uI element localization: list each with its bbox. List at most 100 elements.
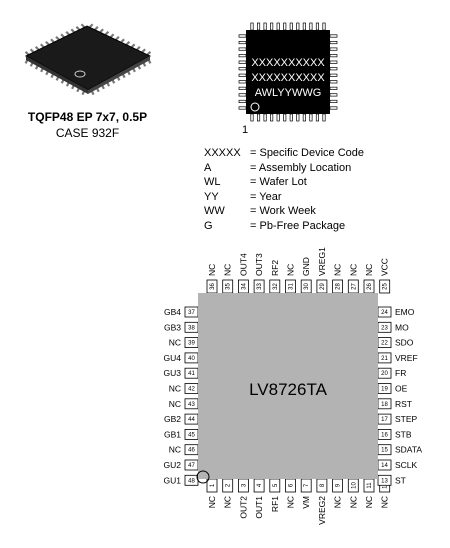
pin-number: 7 xyxy=(304,483,310,487)
marking-lead xyxy=(329,60,338,64)
legend-desc: = Pb-Free Package xyxy=(250,219,346,232)
pin-number: 22 xyxy=(381,341,388,347)
pin-label: NC xyxy=(286,496,296,508)
pin-label: RST xyxy=(395,399,412,409)
marking-lead xyxy=(329,54,338,58)
marking-line-2: XXXXXXXXXX xyxy=(251,72,325,84)
pin-number: 44 xyxy=(188,417,195,423)
package-lead xyxy=(109,33,115,39)
pin-number: 33 xyxy=(257,283,263,290)
package-lead xyxy=(104,30,110,36)
pin-label: VREG1 xyxy=(317,247,327,276)
marking-lead xyxy=(309,113,313,122)
pin-number: 11 xyxy=(367,482,373,489)
pin-number: 13 xyxy=(381,478,388,484)
marking-lead xyxy=(276,113,280,122)
pin-number: 42 xyxy=(188,387,195,393)
pin-number: 40 xyxy=(188,356,195,362)
marking-lead xyxy=(329,73,338,77)
pin-number: 8 xyxy=(320,483,326,487)
marking-lead xyxy=(283,22,287,31)
marking-line-1: XXXXXXXXXX xyxy=(251,57,325,69)
chip-body xyxy=(198,293,378,479)
pin-label: VCC xyxy=(380,258,390,276)
marking-lead xyxy=(238,106,247,110)
marking-lead xyxy=(238,40,247,45)
marking-lead xyxy=(238,80,247,84)
package-lead xyxy=(125,40,131,46)
pin-label: NC xyxy=(223,264,233,276)
marking-lead xyxy=(238,60,247,64)
chip-pin1-marker-icon xyxy=(196,470,210,484)
pin-number: 3 xyxy=(241,483,247,487)
pin-label: GB2 xyxy=(164,414,181,424)
package-lead xyxy=(94,25,99,31)
marking-lead xyxy=(238,54,247,58)
pin-label: NC xyxy=(223,496,233,508)
legend-code: WW xyxy=(204,205,225,218)
pin-number: 46 xyxy=(188,448,195,454)
marking-line-3: AWLYYWWG xyxy=(255,87,322,99)
pin-label: GU2 xyxy=(164,460,182,470)
pin-label: RF2 xyxy=(270,260,280,276)
pin-label: SDATA xyxy=(395,445,422,455)
pin-number: 18 xyxy=(381,402,388,408)
pin-label: RF1 xyxy=(270,496,280,512)
marking-lead xyxy=(238,67,247,71)
pin-number: 34 xyxy=(241,283,247,290)
package-case: CASE 932F xyxy=(55,126,120,140)
package-illustration xyxy=(24,23,152,96)
pin-number: 29 xyxy=(320,283,326,290)
pin-number: 28 xyxy=(336,283,342,290)
pin-number: 47 xyxy=(188,463,195,469)
pin-number: 39 xyxy=(188,341,195,347)
pin-label: NC xyxy=(348,264,358,276)
package-lead xyxy=(136,45,141,51)
pin-label: OE xyxy=(395,384,408,394)
legend-code: YY xyxy=(204,190,219,203)
pin-number: 17 xyxy=(381,417,388,423)
marking-lead xyxy=(329,106,338,110)
pin-label: ST xyxy=(395,475,406,485)
pin-label: NC xyxy=(364,496,374,508)
pin-label: OUT4 xyxy=(238,253,248,276)
pin-number: 41 xyxy=(188,371,195,377)
marking-lead xyxy=(329,40,338,45)
pin-label: GB3 xyxy=(164,322,181,332)
pin-number: 6 xyxy=(289,483,295,487)
package-lead xyxy=(55,35,60,41)
pin-label: SDO xyxy=(395,338,414,348)
pin-number: 27 xyxy=(351,283,357,290)
pin-label: GU3 xyxy=(164,368,182,378)
pin-number: 16 xyxy=(381,432,388,438)
pin-number: 19 xyxy=(381,387,388,393)
pin-label: OUT1 xyxy=(254,496,264,519)
legend-code: XXXXX xyxy=(204,147,241,159)
marking-body xyxy=(246,30,330,114)
marking-lead xyxy=(309,22,313,31)
marking-lead xyxy=(302,113,306,122)
legend-desc: = Specific Device Code xyxy=(250,147,365,159)
pin-label: NC xyxy=(169,399,181,409)
pin-label: NC xyxy=(207,496,217,508)
legend-row: XXXXX = Specific Device Code xyxy=(204,146,364,161)
legend-code: WL xyxy=(204,176,221,189)
pin-number: 32 xyxy=(273,283,279,290)
pin-number: 26 xyxy=(367,283,373,290)
marking-lead xyxy=(315,113,320,122)
pin-label: NC xyxy=(169,445,181,455)
pin-label: VREF xyxy=(395,353,418,363)
marking-lead xyxy=(238,34,247,38)
marking-lead xyxy=(296,113,300,122)
package-lead xyxy=(75,25,81,31)
pin-number: 38 xyxy=(188,325,195,331)
pin-label: NC xyxy=(380,496,390,508)
pin-label: NC xyxy=(169,384,181,394)
pin-label: NC xyxy=(169,338,181,348)
pin-label: GB4 xyxy=(164,307,181,317)
legend-row: WW= Work Week xyxy=(204,204,364,219)
marking-lead xyxy=(250,22,254,31)
pin1-dot-icon xyxy=(74,70,86,78)
package-lead xyxy=(146,50,152,56)
package-lead xyxy=(115,35,120,41)
